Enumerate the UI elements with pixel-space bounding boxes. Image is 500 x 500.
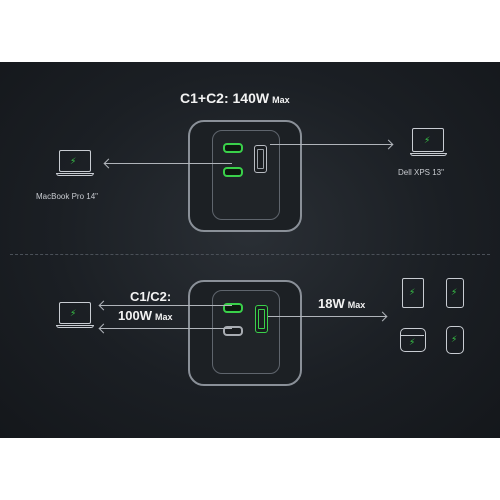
section-divider bbox=[10, 254, 490, 255]
charge-icon: ⚡ bbox=[451, 334, 458, 344]
bottom-heading-max: Max bbox=[154, 312, 173, 322]
charge-icon: ⚡ bbox=[424, 135, 431, 145]
dell-label: Dell XPS 13" bbox=[398, 168, 444, 177]
usb-a-port-bottom bbox=[255, 305, 268, 333]
charge-icon: ⚡ bbox=[451, 287, 458, 297]
usb-a-heading-max: Max bbox=[347, 300, 366, 310]
usb-c2-port-top bbox=[223, 167, 243, 177]
top-heading-text: C1+C2: 140W bbox=[180, 90, 270, 106]
macbook-laptop-icon: ⚡ bbox=[56, 150, 96, 178]
charger-top-face bbox=[212, 130, 280, 220]
charger-top bbox=[188, 120, 302, 232]
dell-laptop-icon: ⚡ bbox=[410, 128, 450, 158]
usb-c1-port-top bbox=[223, 143, 243, 153]
charger-bottom-face bbox=[212, 290, 280, 374]
usb-a-port-top bbox=[254, 145, 267, 173]
top-heading-max: Max bbox=[272, 95, 290, 105]
arrow-usb-a-to-devices bbox=[268, 311, 388, 322]
tablet-icon: ⚡ bbox=[402, 278, 424, 308]
charge-icon: ⚡ bbox=[409, 287, 416, 297]
bottom-heading-line1: C1/C2: bbox=[130, 289, 172, 304]
arrow-c2-to-laptop bbox=[98, 323, 232, 334]
arrow-to-dell bbox=[270, 139, 394, 150]
macbook-label: MacBook Pro 14" bbox=[36, 192, 98, 201]
bottom-heading-text: 100W bbox=[118, 308, 152, 323]
earbuds-case-icon: ⚡ bbox=[400, 328, 426, 352]
usb-c2-port-bottom bbox=[223, 326, 243, 336]
arrow-c1-to-laptop bbox=[98, 300, 232, 311]
usb-c1-port-bottom bbox=[223, 303, 243, 313]
charge-icon: ⚡ bbox=[70, 308, 77, 318]
usb-a-heading-text: 18W bbox=[318, 296, 345, 311]
arrow-to-macbook bbox=[103, 158, 232, 169]
smartwatch-icon: ⚡ bbox=[446, 326, 464, 354]
charge-icon: ⚡ bbox=[409, 337, 416, 347]
charger-bottom bbox=[188, 280, 302, 386]
charge-icon: ⚡ bbox=[70, 156, 77, 166]
phone-icon: ⚡ bbox=[446, 278, 464, 308]
laptop-icon-bottom: ⚡ bbox=[56, 302, 96, 330]
